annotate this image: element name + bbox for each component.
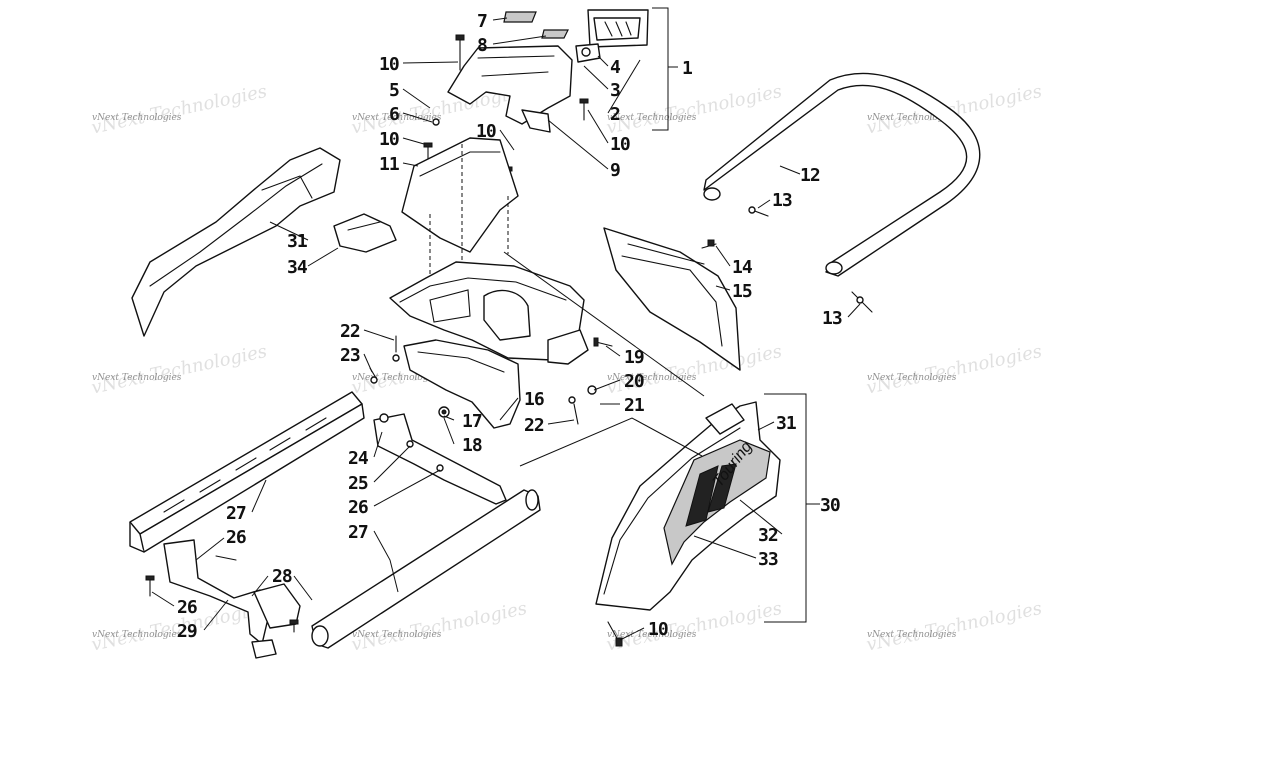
callout-21: 21 <box>624 395 644 416</box>
callout-13-b: 13 <box>822 308 842 329</box>
callout-27-b: 27 <box>348 522 368 543</box>
callout-29: 29 <box>177 621 197 642</box>
callout-1: 1 <box>682 58 692 79</box>
callout-33: 33 <box>758 549 778 570</box>
watermark-text-6: vNext Technologies <box>352 373 442 383</box>
callout-4: 4 <box>610 57 621 78</box>
callout-labels: 7 8 10 5 6 10 11 4 3 2 10 9 1 10 12 13 1… <box>177 11 843 642</box>
callout-25: 25 <box>348 473 368 494</box>
right-upper-panel <box>603 227 741 371</box>
callout-12: 12 <box>800 165 820 186</box>
mount-bracket <box>401 137 519 304</box>
callout-9: 9 <box>610 160 620 181</box>
lower-bracket <box>145 539 301 659</box>
callout-31-b: 31 <box>776 413 796 434</box>
watermark-text-7: vNext Technologies <box>607 373 697 383</box>
watermarks: vNext Technologies vNext Technologies vN… <box>90 81 1044 656</box>
reflector-8 <box>541 29 569 39</box>
callout-8: 8 <box>477 35 487 56</box>
watermark-1: vNext Technologies vNext Technologies <box>90 81 269 139</box>
callout-3: 3 <box>610 80 620 101</box>
watermark-text-10: vNext Technologies <box>352 630 442 640</box>
callout-11: 11 <box>379 154 399 175</box>
callout-14: 14 <box>732 257 753 278</box>
callout-32: 32 <box>758 525 778 546</box>
watermark-shadow-12: vNext Technologies <box>865 598 1044 656</box>
watermark-text-9: vNext Technologies <box>92 630 182 640</box>
watermark-text-3: vNext Technologies <box>607 113 697 123</box>
callout-6: 6 <box>389 104 399 125</box>
right-lower-panel: Touring <box>595 401 781 647</box>
watermark-text-5: vNext Technologies <box>92 373 182 383</box>
watermark-text-2: vNext Technologies <box>352 113 442 123</box>
callout-20: 20 <box>624 371 644 392</box>
taillight-housing <box>575 9 649 63</box>
seat-pad <box>333 213 397 253</box>
callout-30: 30 <box>820 495 840 516</box>
watermark-text-1: vNext Technologies <box>92 113 182 123</box>
callout-22-a: 22 <box>340 321 360 342</box>
watermark-shadow-1: vNext Technologies <box>90 81 269 139</box>
watermark-5: vNext Technologies vNext Technologies <box>90 341 269 399</box>
callout-18: 18 <box>462 435 482 456</box>
callout-15: 15 <box>732 281 752 302</box>
mud-flap <box>403 339 521 429</box>
callout-10-e: 10 <box>648 619 668 640</box>
right-rail <box>311 489 541 649</box>
callout-27-a: 27 <box>226 503 246 524</box>
watermark-text-12: vNext Technologies <box>867 630 957 640</box>
callout-5: 5 <box>389 80 399 101</box>
watermark-3: vNext Technologies vNext Technologies <box>605 81 784 139</box>
center-bracket <box>373 413 507 505</box>
callout-7: 7 <box>477 11 487 32</box>
grab-bar <box>703 72 981 313</box>
flap-fasteners <box>369 335 613 425</box>
tunnel-cover <box>389 261 589 365</box>
callout-17: 17 <box>462 411 482 432</box>
watermark-text-8: vNext Technologies <box>867 373 957 383</box>
callout-26-b: 26 <box>226 527 246 548</box>
callout-23: 23 <box>340 345 360 366</box>
callout-28: 28 <box>272 566 292 587</box>
watermark-shadow-5: vNext Technologies <box>90 341 269 399</box>
callout-10-a: 10 <box>379 54 399 75</box>
callout-22-b: 22 <box>524 415 544 436</box>
watermark-12: vNext Technologies vNext Technologies <box>865 598 1044 656</box>
callout-26-a: 26 <box>348 497 368 518</box>
watermark-text-4: vNext Technologies <box>867 113 957 123</box>
left-side-panel <box>131 147 341 337</box>
callout-10-d: 10 <box>476 121 496 142</box>
watermark-shadow-3: vNext Technologies <box>605 81 784 139</box>
reflector-7 <box>503 11 537 23</box>
callout-10-b: 10 <box>379 129 399 150</box>
callout-2: 2 <box>610 104 620 125</box>
callout-19: 19 <box>624 347 644 368</box>
watermark-shadow-8: vNext Technologies <box>865 341 1044 399</box>
callout-24: 24 <box>348 448 369 469</box>
callout-26-c: 26 <box>177 597 197 618</box>
watermark-8: vNext Technologies vNext Technologies <box>865 341 1044 399</box>
leader-lines <box>151 7 861 641</box>
callout-13-a: 13 <box>772 190 792 211</box>
watermark-text-11: vNext Technologies <box>607 630 697 640</box>
left-rail <box>129 391 365 553</box>
callout-34: 34 <box>287 257 308 278</box>
callout-16: 16 <box>524 389 544 410</box>
callout-10-c: 10 <box>610 134 630 155</box>
callout-31-a: 31 <box>287 231 307 252</box>
